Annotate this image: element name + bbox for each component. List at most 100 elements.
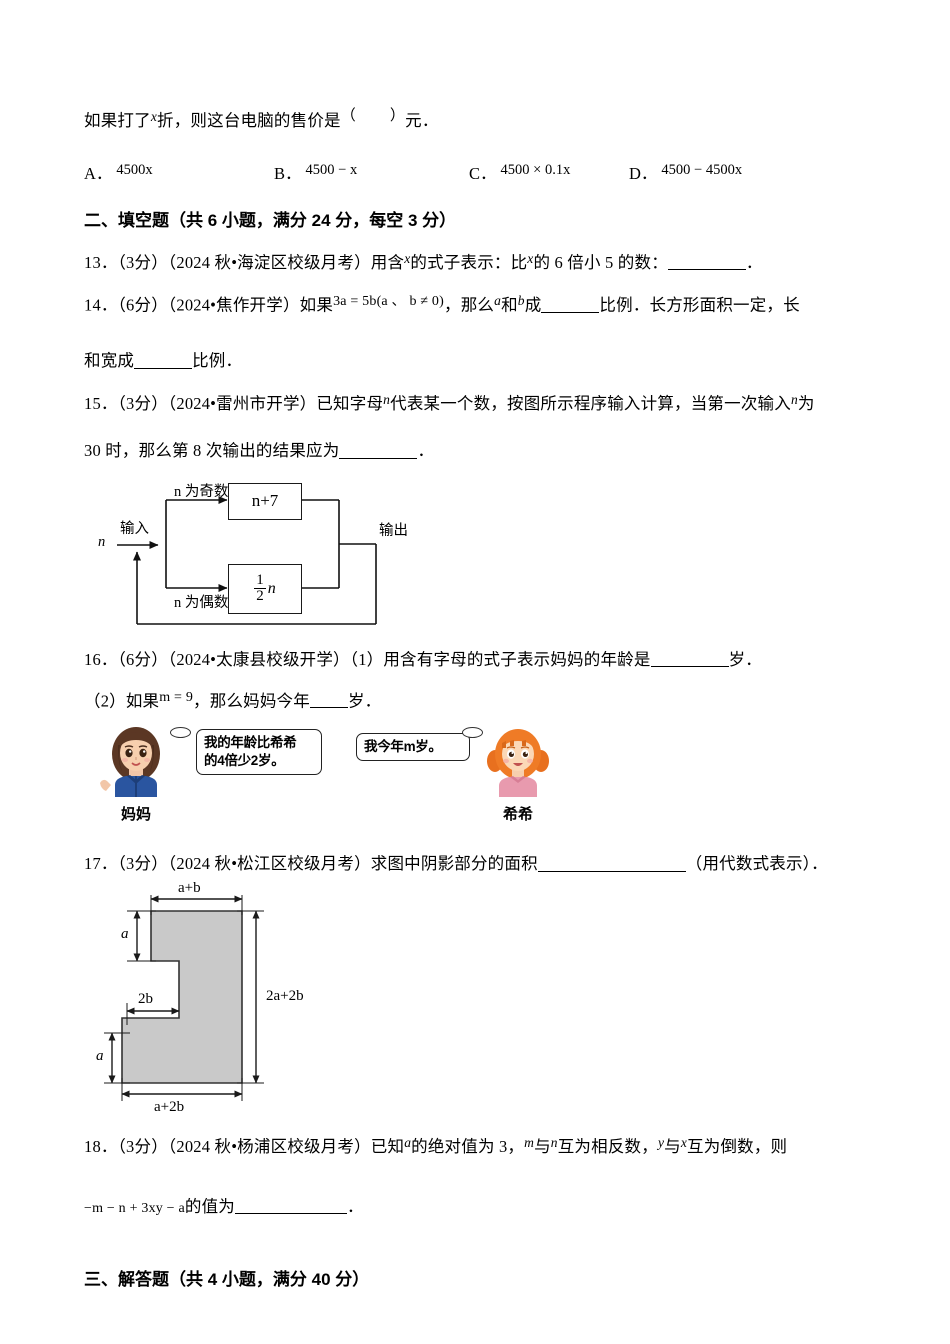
q14-source: （2024•焦作开学） bbox=[167, 295, 300, 315]
section-3-heading: 三、解答题（共 4 小题，满分 40 分） bbox=[84, 1270, 370, 1290]
flow-box-even-fraction: 1 2 bbox=[254, 573, 266, 604]
q18-text-f: 互为倒数，则 bbox=[687, 1137, 788, 1157]
q17-text-b: （用代数式表示）． bbox=[685, 854, 828, 874]
q14-variable-a: a bbox=[494, 293, 502, 309]
shaded-region bbox=[121, 910, 243, 1084]
question-14-line-1: 14．（6分）（2024•焦作开学）如果3a = 5b(a 、 b ≠ 0)，那… bbox=[84, 291, 874, 318]
q15-text-a: 已知字母 bbox=[316, 393, 384, 413]
question-18-line-2: −m − n + 3xy − a的值为 ． bbox=[84, 1194, 874, 1220]
q13-number: 13． bbox=[84, 252, 118, 272]
mother-name-label: 妈妈 bbox=[120, 806, 151, 824]
fraction-denominator: 2 bbox=[254, 588, 266, 605]
q18-answer-blank[interactable] bbox=[235, 1197, 347, 1215]
child-speech-bubble: 我今年m岁。 bbox=[356, 733, 470, 762]
child-bubble-tail bbox=[462, 727, 483, 739]
q15-text-b: 代表某一个数，按图所示程序输入计算，当第一次输入 bbox=[390, 393, 791, 413]
question-12-stem: 如果打了x折，则这台电脑的售价是（）元． bbox=[84, 105, 874, 134]
q18-text-c: 与 bbox=[534, 1137, 551, 1157]
option-c-tag: C． bbox=[469, 163, 497, 183]
q16-part1-text: （1）用含有字母的式子表示妈妈的年龄是 bbox=[349, 649, 651, 669]
q13-text-a: 用含 bbox=[370, 252, 405, 272]
option-b-tag: B． bbox=[274, 163, 302, 183]
q18-text-e: 与 bbox=[664, 1137, 681, 1157]
q13-score: （3分） bbox=[117, 252, 168, 272]
shaded-l-shape-svg bbox=[104, 894, 264, 1101]
child-name-label: 希希 bbox=[502, 806, 533, 824]
fig-label-bottom-width: a+2b bbox=[154, 1098, 185, 1115]
option-d[interactable]: D．4500 − 4500x bbox=[629, 160, 742, 184]
q12-stem-prefix: 如果打了 bbox=[84, 111, 151, 130]
option-a[interactable]: A．4500x bbox=[84, 160, 153, 184]
question-12-options: A．4500x B．4500 − x C．4500 × 0.1x D．4500 … bbox=[84, 156, 874, 190]
q18-variable-m: m bbox=[524, 1134, 535, 1150]
q14-text-c: 和 bbox=[501, 295, 518, 315]
page-content: 如果打了x折，则这台电脑的售价是（）元． A．4500x B．4500 − x … bbox=[84, 105, 874, 1307]
q18-line2-text-b: ． bbox=[347, 1196, 364, 1216]
question-15-flowchart: n+7 1 2 n n 输入 n 为奇数 n 为偶数 输出 bbox=[92, 478, 522, 633]
q15-variable-n-2: n bbox=[790, 391, 798, 407]
option-d-tag: D． bbox=[629, 163, 658, 183]
q14-number: 14． bbox=[84, 295, 118, 315]
q12-answer-paren-close: ） bbox=[389, 108, 406, 124]
q17-text-a: 求图中阴影部分的面积 bbox=[370, 854, 538, 874]
q18-text-b: 的绝对值为 3， bbox=[411, 1137, 525, 1157]
mother-bubble-line-2: 的4倍少2岁。 bbox=[204, 753, 285, 769]
q15-text-c: 为 bbox=[797, 393, 815, 413]
flow-box-even: 1 2 n bbox=[228, 563, 302, 614]
q14-variable-b: b bbox=[517, 293, 525, 309]
flow-input-label: 输入 bbox=[120, 520, 149, 537]
question-15-line-2: 30 时，那么第 8 次输出的结果应为． bbox=[84, 438, 874, 464]
flow-output-label: 输出 bbox=[379, 522, 408, 539]
q18-expression: −m − n + 3xy − a bbox=[84, 1200, 185, 1216]
option-b-expression: 4500 − x bbox=[305, 161, 358, 178]
question-16-illustration: 妈妈 我的年龄比希希 的4倍少2岁。 我今年m岁。 bbox=[98, 721, 598, 829]
q14-answer-blank-2[interactable] bbox=[134, 352, 193, 369]
q13-text-d: ． bbox=[745, 252, 763, 272]
q14-score: （6分） bbox=[117, 295, 168, 315]
flow-odd-condition-label: n 为奇数 bbox=[174, 483, 229, 500]
q14-answer-blank-1[interactable] bbox=[541, 296, 600, 314]
option-c-expression: 4500 × 0.1x bbox=[500, 161, 571, 178]
q16-part2-text-b: ，那么妈妈今年 bbox=[193, 690, 310, 710]
option-a-expression: 4500x bbox=[116, 161, 153, 178]
q13-variable-2: x bbox=[527, 250, 534, 266]
flowchart-svg bbox=[117, 495, 377, 625]
q18-line2-text-a: 的值为 bbox=[184, 1196, 235, 1216]
question-18-line-1: 18．（3分）（2024 秋•杨浦区校级月考）已知a的绝对值为 3，m与n互为相… bbox=[84, 1133, 874, 1160]
fig-label-top-width: a+b bbox=[178, 879, 201, 896]
question-14-line-2: 和宽成比例． bbox=[84, 348, 874, 374]
q13-source: （2024 秋•海淀区校级月考） bbox=[167, 252, 371, 272]
mother-bubble-line-1: 我的年龄比希希 bbox=[204, 735, 297, 751]
q15-number: 15． bbox=[84, 393, 118, 413]
q16-part2-text-c: 岁． bbox=[347, 690, 382, 710]
option-b[interactable]: B．4500 − x bbox=[274, 160, 357, 184]
q13-answer-blank[interactable] bbox=[667, 253, 746, 271]
q16-part2-text-a: （2）如果 bbox=[84, 690, 160, 710]
q17-number: 17． bbox=[84, 854, 118, 874]
q12-stem-suffix: 折，则这台电脑的售价是 bbox=[157, 111, 341, 130]
q15-variable-n: n bbox=[383, 391, 391, 407]
option-a-tag: A． bbox=[84, 163, 113, 183]
flow-box-odd-label: n+7 bbox=[251, 491, 279, 511]
section-2-heading: 二、填空题（共 6 小题，满分 24 分，每空 3 分） bbox=[84, 210, 457, 230]
fig-label-right-height: 2a+2b bbox=[266, 987, 304, 1004]
q18-source: （2024 秋•杨浦区校级月考） bbox=[167, 1137, 371, 1157]
flow-input-variable: n bbox=[98, 533, 106, 550]
q13-variable-1: x bbox=[404, 250, 411, 266]
option-c[interactable]: C．4500 × 0.1x bbox=[469, 160, 570, 184]
flow-even-condition-label: n 为偶数 bbox=[174, 594, 229, 611]
q16-answer-blank-1[interactable] bbox=[650, 651, 729, 668]
mother-speech-bubble: 我的年龄比希希 的4倍少2岁。 bbox=[196, 729, 322, 775]
q13-text-c: 的 6 倍小 5 的数： bbox=[533, 252, 668, 272]
q16-answer-blank-2[interactable] bbox=[309, 692, 348, 709]
q16-part2-expression: m = 9 bbox=[159, 689, 194, 705]
question-16-line-2: （2）如果m = 9，那么妈妈今年 岁． bbox=[84, 687, 874, 714]
q14-line2-text-a: 和宽成 bbox=[84, 351, 135, 371]
question-13: 13．（3分）（2024 秋•海淀区校级月考）用含x的式子表示：比x的 6 倍小… bbox=[84, 249, 874, 276]
q16-part1-unit: 岁． bbox=[728, 649, 762, 669]
q17-source: （2024 秋•松江区校级月考） bbox=[167, 854, 371, 874]
q18-variable-n: n bbox=[550, 1134, 558, 1150]
q15-answer-blank[interactable] bbox=[339, 442, 418, 459]
q17-answer-blank[interactable] bbox=[537, 855, 686, 872]
